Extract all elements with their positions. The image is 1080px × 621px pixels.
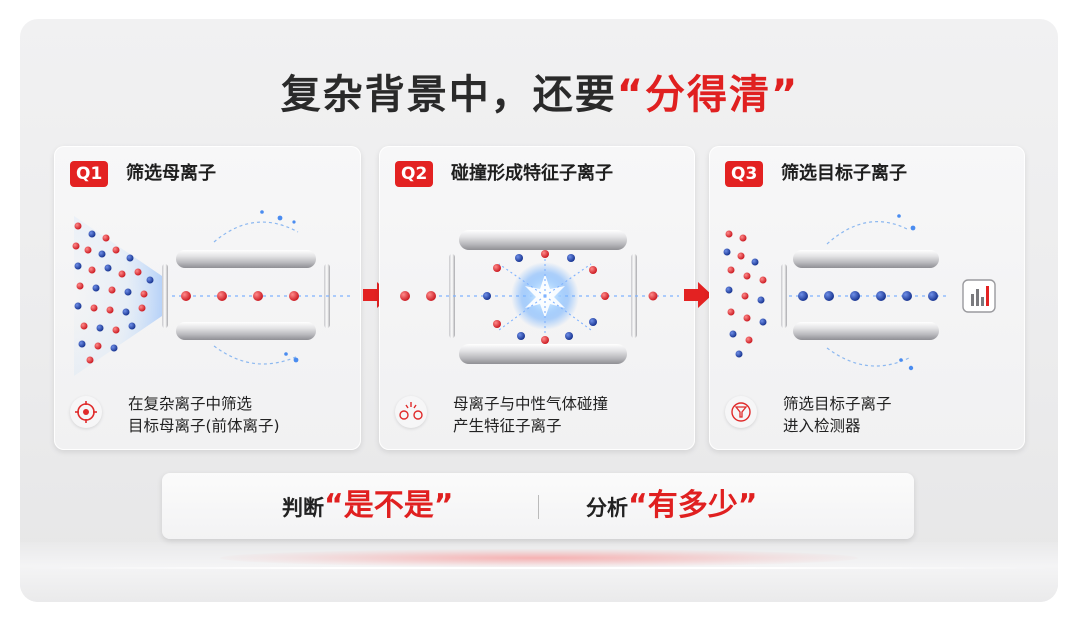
quadrupole-scene-q1 [72,210,352,376]
panel-desc-q2: 母离子与中性气体碰撞 产生特征子离子 [453,393,608,437]
lower-rod [459,344,627,364]
badge-q1: Q1 [70,161,109,187]
badge-q2: Q2 [395,161,434,187]
panel-title-q3: 筛选目标子离子 [781,163,907,184]
upper-rod [793,250,939,268]
desc-line-1: 在复杂离子中筛选 [128,395,253,413]
entrance-lens [449,254,455,338]
desc-line-2: 产生特征子离子 [453,417,562,435]
collision-cell-scene-q2 [400,230,679,364]
target-icon [70,396,102,428]
badge-q3: Q3 [725,161,764,187]
collision-icon [395,396,427,428]
entrance-lens [781,264,787,328]
flow-arrow-2 [684,282,712,308]
detector-icon [962,279,996,313]
floor-highlight-line [20,567,1058,569]
floor-glow [220,549,858,567]
exit-lens [631,254,637,338]
panel-q3: Q3 筛选目标子离子 [709,146,1025,450]
lower-rod [176,322,316,340]
panel-q1: Q1 筛选母离子 [54,146,361,450]
page-title: 复杂背景中，还要“分得清” [0,62,1080,120]
fragment-ions [483,250,609,344]
upper-rod [459,230,627,250]
panel-desc-q1: 在复杂离子中筛选 目标母离子(前体离子) [128,393,280,437]
summary-left: 判断“是不是” [282,473,453,539]
panel-title-q1: 筛选母离子 [126,163,216,184]
desc-line-1: 筛选目标子离子 [783,395,892,413]
selected-product-ions [798,291,938,301]
desc-line-2: 进入检测器 [783,417,861,435]
summary-left-label: 判断 [282,496,324,520]
entrance-lens [162,264,168,328]
summary-divider [538,495,539,519]
title-main: 复杂背景中，还要 [280,72,617,118]
summary-right: 分析“有多少” [586,473,757,539]
selected-cations [181,291,299,301]
panel-q2: Q2 碰撞形成特征子离子 [379,146,695,450]
upper-rod [176,250,316,268]
panel-title-q2: 碰撞形成特征子离子 [451,163,613,184]
floor-reflection [20,542,1058,602]
desc-line-1: 母离子与中性气体碰撞 [453,395,609,413]
title-highlight: “分得清” [616,72,800,118]
panel-desc-q3: 筛选目标子离子 进入检测器 [783,393,892,437]
quadrupole-scene-q3 [723,214,996,371]
funnel-icon [725,396,757,428]
summary-right-label: 分析 [586,496,628,520]
fragment-ion-cloud [723,230,767,358]
summary-bar: 判断“是不是” 分析“有多少” [162,473,914,539]
desc-line-2: 目标母离子(前体离子) [128,417,280,435]
lower-rod [793,322,939,340]
summary-left-highlight: “是不是” [324,488,454,523]
summary-right-highlight: “有多少” [628,488,758,523]
ion-cloud [72,222,154,364]
